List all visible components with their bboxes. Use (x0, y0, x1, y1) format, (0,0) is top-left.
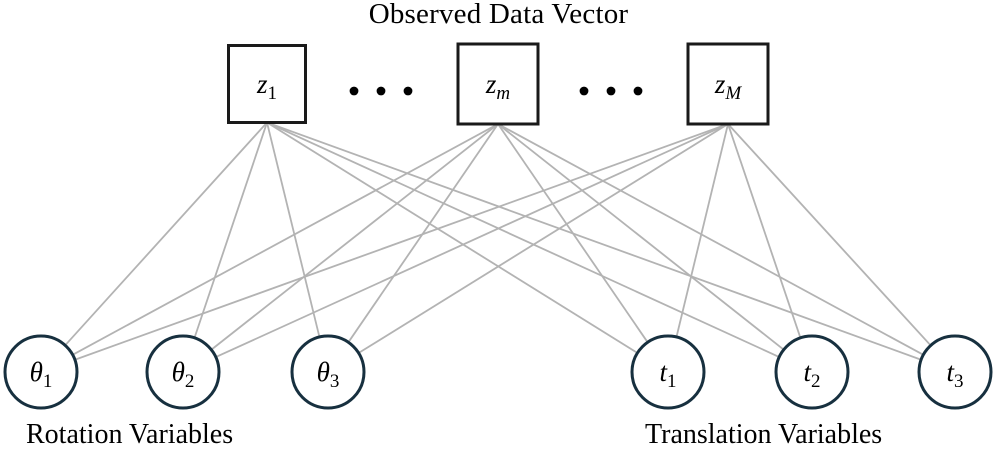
node-label-zm: zm (485, 69, 510, 104)
edge-z1-theta1 (64, 121, 268, 346)
circle-shape-theta3 (290, 334, 366, 410)
latent-node-t1[interactable]: t1 (630, 334, 706, 410)
edge-z1-theta3 (266, 122, 321, 338)
ellipsis-left (349, 86, 413, 96)
ellipsis-dot (606, 86, 616, 96)
node-label-t1: t1 (659, 357, 676, 392)
latent-node-t2[interactable]: t2 (774, 334, 850, 410)
edge-zM-theta2 (215, 123, 729, 358)
square-shape-zm (456, 42, 540, 126)
circle-shape-theta1 (3, 334, 79, 410)
edge-zm-theta1 (72, 123, 499, 356)
edge-z1-t1 (266, 121, 638, 354)
edge-zM-theta3 (358, 123, 729, 354)
edge-z1-t3 (266, 121, 922, 361)
latent-node-theta2[interactable]: θ2 (145, 334, 221, 410)
ellipsis-layer (349, 86, 643, 96)
group-label-rotation: Rotation Variables (26, 419, 234, 450)
edge-zm-theta2 (210, 123, 499, 351)
node-label-t2: t2 (803, 357, 820, 392)
edge-zm-t2 (497, 123, 785, 351)
node-label-t3: t3 (946, 357, 963, 392)
edge-zM-t2 (727, 123, 802, 339)
edge-zM-theta1 (74, 123, 729, 361)
ellipsis-right (579, 86, 643, 96)
node-label-zM: zM (714, 69, 743, 104)
square-shape-z1 (227, 44, 307, 124)
node-label-z1: z1 (256, 69, 277, 104)
ellipsis-dot (403, 86, 413, 96)
edge-zM-t3 (727, 123, 932, 347)
circle-shape-t3 (917, 334, 993, 410)
latent-node-theta1[interactable]: θ1 (3, 334, 79, 410)
observed-node-z1[interactable]: z1 (227, 44, 307, 124)
node-label-theta2: θ2 (172, 357, 195, 392)
ellipsis-dot (376, 86, 386, 96)
group-label-translation: Translation Variables (645, 419, 883, 450)
node-label-theta1: θ1 (30, 357, 53, 392)
circle-shape-t1 (630, 334, 706, 410)
node-label-theta3: θ3 (317, 357, 340, 392)
ellipsis-dot (633, 86, 643, 96)
ellipsis-dot (579, 86, 589, 96)
edge-z1-theta2 (193, 122, 268, 339)
edge-zM-t1 (675, 123, 729, 338)
edge-layer (64, 121, 932, 361)
circle-shape-theta2 (145, 334, 221, 410)
page-title: Observed Data Vector (368, 0, 629, 30)
edge-zm-t1 (497, 123, 649, 343)
edge-zm-t3 (497, 123, 924, 356)
edge-z1-t2 (266, 121, 780, 358)
observed-node-zM[interactable]: zM (686, 42, 770, 126)
ellipsis-dot (349, 86, 359, 96)
observed-node-zm[interactable]: zm (456, 42, 540, 126)
square-shape-zM (686, 42, 770, 126)
circle-shape-t2 (774, 334, 850, 410)
node-layer: z1 zm zM θ1 θ2 θ3 t1 t2 t3 (3, 42, 993, 410)
latent-node-theta3[interactable]: θ3 (290, 334, 366, 410)
latent-node-t3[interactable]: t3 (917, 334, 993, 410)
